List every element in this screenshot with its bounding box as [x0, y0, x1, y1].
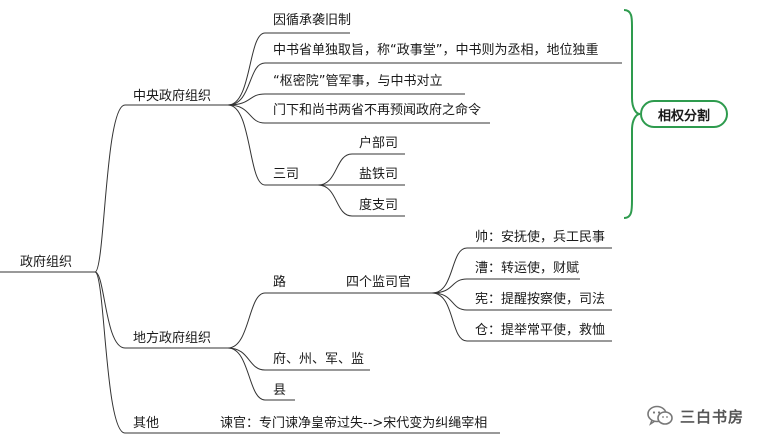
other-node: 其他: [133, 416, 160, 431]
wechat-icon: [647, 405, 673, 426]
jiansi-item-4: 仓：提举常平使，救恤: [475, 323, 606, 338]
other-item: 谏官：专门谏净皇帝过失-->宋代变为纠绳宰相: [220, 416, 488, 431]
jiansi-item-1: 帅：安抚使，兵工民事: [475, 230, 606, 245]
watermark-text: 三白书房: [680, 407, 745, 426]
jiansi-node: 四个监司官: [346, 275, 412, 290]
local-node: 地方政府组织: [133, 331, 212, 346]
central-item-4: 门下和尚书两省不再预闻政府之命令: [273, 103, 482, 118]
central-item-2: 中书省单独取旨，称“政事堂”，中书则为丞相，地位独重: [273, 43, 599, 58]
central-item-1: 因循承袭旧制: [273, 13, 352, 28]
sansi-node: 三司: [273, 167, 300, 182]
sansi-item-3: 度支司: [359, 198, 399, 213]
sansi-item-2: 盐铁司: [359, 167, 399, 182]
lu-node: 路: [273, 275, 287, 290]
summary-brace: [623, 9, 641, 219]
xian-node: 县: [273, 383, 287, 398]
jiansi-item-2: 漕：转运使，财赋: [475, 261, 580, 276]
central-node: 中央政府组织: [133, 89, 212, 104]
central-item-3: “枢密院”管军事，与中书对立: [273, 74, 443, 89]
fu-node: 府、州、军、监: [273, 352, 365, 367]
jiansi-item-3: 宪：提醒按察使，司法: [475, 292, 606, 307]
root-node: 政府组织: [20, 255, 73, 270]
sansi-item-1: 户部司: [359, 136, 399, 151]
watermark: 三白书房: [646, 404, 744, 428]
summary-node: 相权分割: [640, 100, 728, 128]
